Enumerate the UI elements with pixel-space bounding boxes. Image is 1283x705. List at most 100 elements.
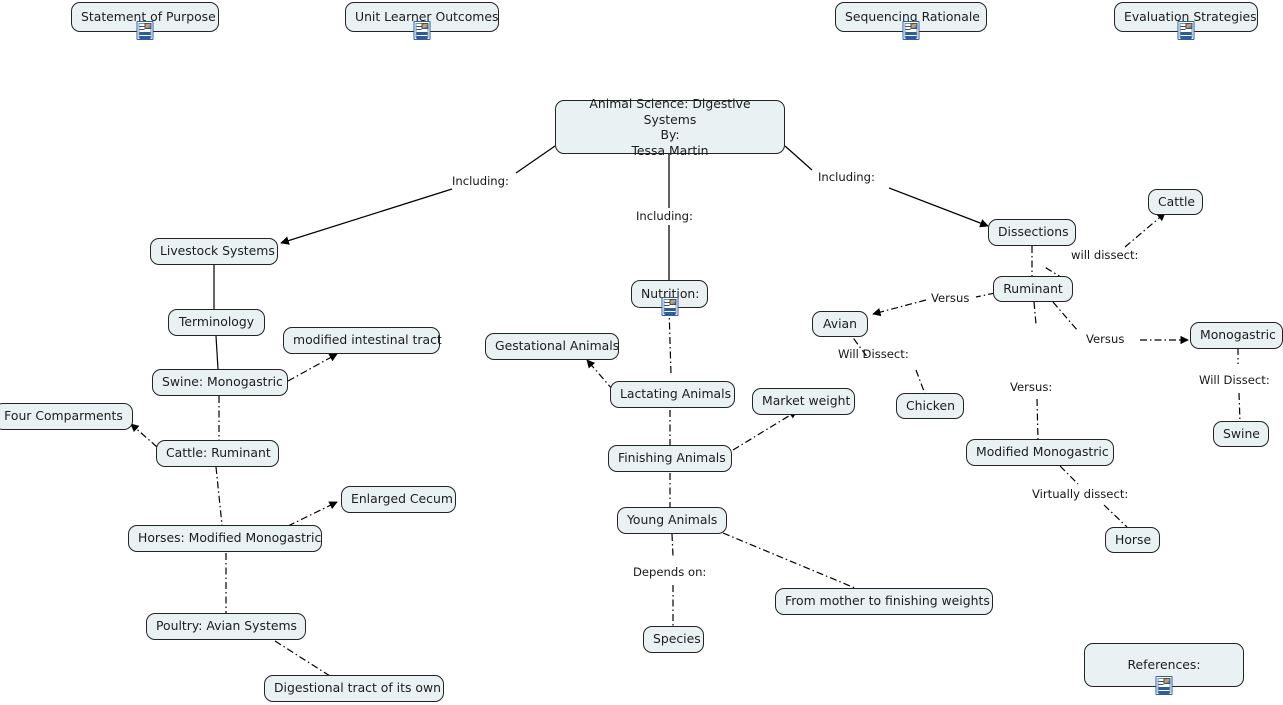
- edge-label-including-left: Including:: [452, 174, 509, 188]
- node-label: Cattle: Ruminant: [166, 445, 271, 461]
- node-label: Chicken: [906, 397, 955, 413]
- node-label: Nutrition:: [641, 285, 700, 301]
- node-label: From mother to finishing weights: [785, 593, 990, 609]
- document-icon[interactable]: [136, 21, 154, 40]
- node-modified-monogastric[interactable]: Modified Monogastric: [966, 439, 1114, 466]
- node-label: modified intestinal tract: [293, 332, 442, 348]
- edge-label-will-dissect-swine: Will Dissect:: [1199, 373, 1270, 387]
- node-label: Unit Learner Outcomes: [355, 8, 499, 24]
- edge-root-livestock: [515, 145, 556, 174]
- edge-label-will-dissect-chicken: Will Dissect:: [838, 347, 909, 361]
- node-finishing-animals[interactable]: Finishing Animals: [608, 445, 732, 472]
- node-label: Swine: [1223, 425, 1260, 441]
- node-cattle-ruminant[interactable]: Cattle: Ruminant: [156, 440, 279, 467]
- node-market-weight[interactable]: Market weight: [752, 388, 855, 415]
- edge-lactating-gestational: [586, 359, 614, 391]
- node-four-comparments[interactable]: Four Comparments: [0, 403, 133, 430]
- node-swine[interactable]: Swine: [1213, 421, 1269, 447]
- node-enlarged-cecum[interactable]: Enlarged Cecum: [341, 486, 456, 513]
- node-label: Evaluation Strategies: [1124, 8, 1257, 24]
- edge-root-dissections: [784, 145, 813, 171]
- edge-label-including-right: Including:: [818, 170, 875, 184]
- edge-root-livestock-2: [280, 188, 453, 245]
- node-label: Sequencing Rationale: [845, 8, 980, 24]
- edge-avian-chicken-2: [915, 369, 926, 395]
- node-label: Four Comparments: [4, 408, 123, 424]
- edge-cattle-four-comparments: [130, 423, 158, 448]
- node-ruminant[interactable]: Ruminant: [993, 276, 1073, 302]
- edge-finishing-market-weight: [732, 410, 798, 451]
- edge-label-versus-avian: Versus: [931, 291, 970, 305]
- edge-nutrition-lactating: [668, 307, 672, 376]
- node-digestional-tract-of-its-own[interactable]: Digestional tract of its own: [264, 675, 444, 702]
- edge-young-from-mother: [722, 532, 856, 589]
- node-species[interactable]: Species: [643, 626, 704, 653]
- node-label: Enlarged Cecum: [351, 491, 453, 507]
- node-dissections[interactable]: Dissections: [988, 219, 1076, 246]
- node-label: Monogastric: [1200, 327, 1276, 343]
- edge-ruminant-monogastric: [1052, 301, 1079, 332]
- node-label: Gestational Animals: [495, 338, 620, 354]
- edge-horses-enlarged-cecum: [287, 501, 338, 527]
- edge-ruminant-modified: [1033, 301, 1037, 325]
- node-label: Terminology: [178, 314, 255, 330]
- edge-ruminant-modified-2: [1036, 398, 1039, 441]
- document-icon[interactable]: [661, 297, 678, 316]
- node-label: Modified Monogastric: [976, 444, 1109, 460]
- node-poultry-avian-systems[interactable]: Poultry: Avian Systems: [146, 613, 306, 640]
- node-statement-of-purpose[interactable]: Statement of Purpose: [71, 2, 219, 40]
- edge-young-species: [671, 533, 674, 557]
- node-avian[interactable]: Avian: [812, 311, 868, 337]
- node-label: Ruminant: [1003, 280, 1063, 296]
- node-label: Poultry: Avian Systems: [156, 618, 297, 634]
- edge-poultry-digestional: [274, 640, 331, 677]
- node-label: Young Animals: [627, 512, 718, 528]
- node-gestational-animals[interactable]: Gestational Animals: [485, 333, 619, 360]
- edge-ruminant-cattle-2: [1124, 212, 1166, 248]
- node-terminology[interactable]: Terminology: [168, 309, 265, 336]
- node-livestock-systems[interactable]: Livestock Systems: [150, 238, 278, 265]
- edge-ruminant-avian-2: [872, 299, 927, 317]
- edge-label-depends-on: Depends on:: [633, 565, 707, 579]
- edge-cattle-horses: [215, 466, 223, 526]
- node-unit-learner-outcomes[interactable]: Unit Learner Outcomes: [345, 2, 499, 40]
- edge-label-will-dissect-cattle: will dissect:: [1071, 248, 1139, 262]
- node-label: Horse: [1115, 531, 1152, 547]
- node-references[interactable]: References:: [1084, 643, 1244, 695]
- node-cattle[interactable]: Cattle: [1148, 189, 1203, 215]
- node-label: Lactating Animals: [620, 386, 732, 402]
- node-horse[interactable]: Horse: [1105, 527, 1160, 553]
- node-root-title[interactable]: Animal Science: Digestive Systems By: Te…: [555, 96, 785, 158]
- node-label: Swine: Monogastric: [162, 374, 283, 390]
- node-label: Finishing Animals: [618, 450, 726, 466]
- document-icon[interactable]: [902, 21, 920, 40]
- node-sequencing-rationale[interactable]: Sequencing Rationale: [835, 2, 987, 40]
- node-label: Avian: [823, 315, 857, 331]
- node-evaluation-strategies[interactable]: Evaluation Strategies: [1114, 2, 1258, 40]
- edge-label-including-center: Including:: [636, 209, 693, 223]
- node-chicken[interactable]: Chicken: [896, 393, 964, 419]
- node-horses-modified-monogastric[interactable]: Horses: Modified Monogastric: [128, 525, 322, 552]
- edge-label-virtually-dissect-horse: Virtually dissect:: [1032, 487, 1129, 501]
- edge-modified-horse-2: [1103, 504, 1128, 528]
- node-lactating-animals[interactable]: Lactating Animals: [610, 381, 735, 408]
- edge-root-dissections-2: [888, 187, 989, 228]
- node-label: Livestock Systems: [160, 243, 275, 259]
- node-modified-intestinal-tract[interactable]: modified intestinal tract: [283, 327, 442, 354]
- edge-label-versus-modified: Versus:: [1010, 380, 1053, 394]
- node-label: Dissections: [998, 224, 1069, 240]
- document-icon[interactable]: [1177, 21, 1195, 40]
- node-label: Animal Science: Digestive Systems By: Te…: [589, 96, 751, 158]
- node-monogastric[interactable]: Monogastric: [1190, 322, 1283, 349]
- edge-swine-modified-intestinal: [287, 353, 338, 382]
- node-young-animals[interactable]: Young Animals: [617, 507, 727, 534]
- node-label: References:: [1127, 656, 1201, 672]
- node-label: Cattle: [1158, 193, 1196, 209]
- document-icon[interactable]: [413, 21, 431, 40]
- node-swine-monogastric[interactable]: Swine: Monogastric: [152, 369, 288, 396]
- document-icon[interactable]: [1155, 676, 1173, 695]
- node-label: Horses: Modified Monogastric: [138, 530, 322, 546]
- edge-terminology-swine: [215, 335, 219, 370]
- node-from-mother-to-finishing-weights[interactable]: From mother to finishing weights: [775, 588, 993, 615]
- node-nutrition[interactable]: Nutrition:: [631, 280, 708, 316]
